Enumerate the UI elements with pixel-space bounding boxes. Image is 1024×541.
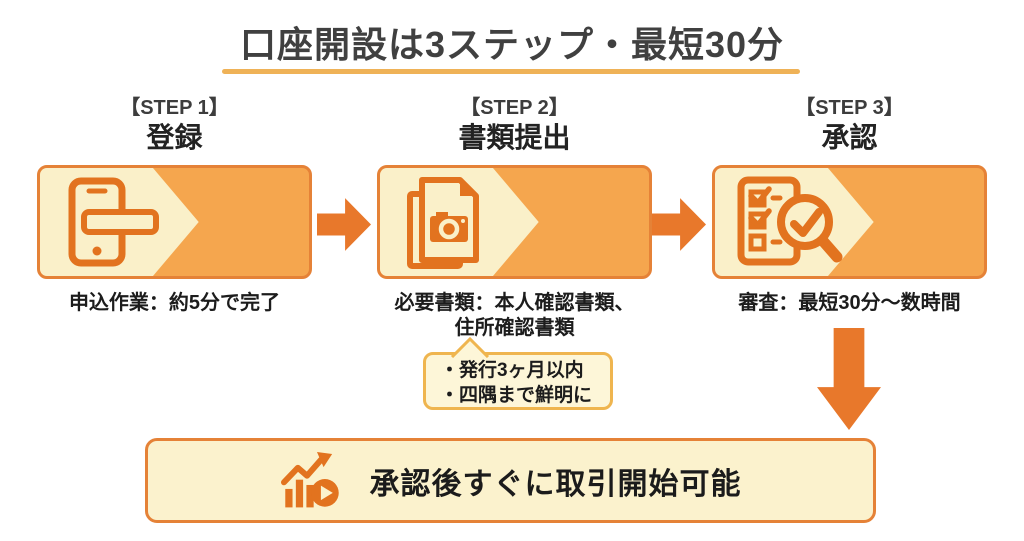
step-column-1: 【STEP 1】 登録 申込作業：約5分で完了 [37,96,312,316]
step-box [37,165,312,279]
page-title: 口座開設は3ステップ・最短30分 [239,24,785,65]
documents-camera-icon [407,177,479,269]
note-bubble: ・発行3ヶ月以内 ・四隅まで鮮明に [423,352,613,410]
step-caption: 申込作業：約5分で完了 [68,292,281,314]
checklist-magnifier-icon [737,176,843,266]
arrow-down-icon [817,328,881,430]
arrow-right-icon [652,198,706,251]
note-bubble-tail [450,337,490,358]
note-line: ・四隅まで鮮明に [440,385,593,406]
step-label: 【STEP 2】 [460,97,569,119]
note-line: ・発行3ヶ月以内 [440,360,584,381]
step-caption: 必要書類：本人確認書類、 [394,292,635,314]
step-box [377,165,652,279]
title-underline [222,69,800,74]
banner-text: 承認後すぐに取引開始可能 [369,467,742,501]
step-label: 【STEP 3】 [795,97,904,119]
growth-chart-icon [280,451,339,507]
step-box [712,165,987,279]
step-label: 【STEP 1】 [120,97,229,119]
step-column-2: 【STEP 2】 書類提出 必要書類：本人確認書類、 住所確認書類 [377,96,652,341]
step-name: 承認 [821,122,878,153]
step-name: 登録 [146,122,203,153]
step-column-3: 【STEP 3】 承認 審査：最短30分〜数時間 [712,96,987,316]
step-name: 書類提出 [458,122,571,153]
smartphone-icon [68,177,159,267]
step-caption: 住所確認書類 [454,317,575,339]
result-banner: 承認後すぐに取引開始可能 [145,438,876,523]
step-caption: 審査：最短30分〜数時間 [738,292,961,314]
arrow-right-icon [317,198,371,251]
